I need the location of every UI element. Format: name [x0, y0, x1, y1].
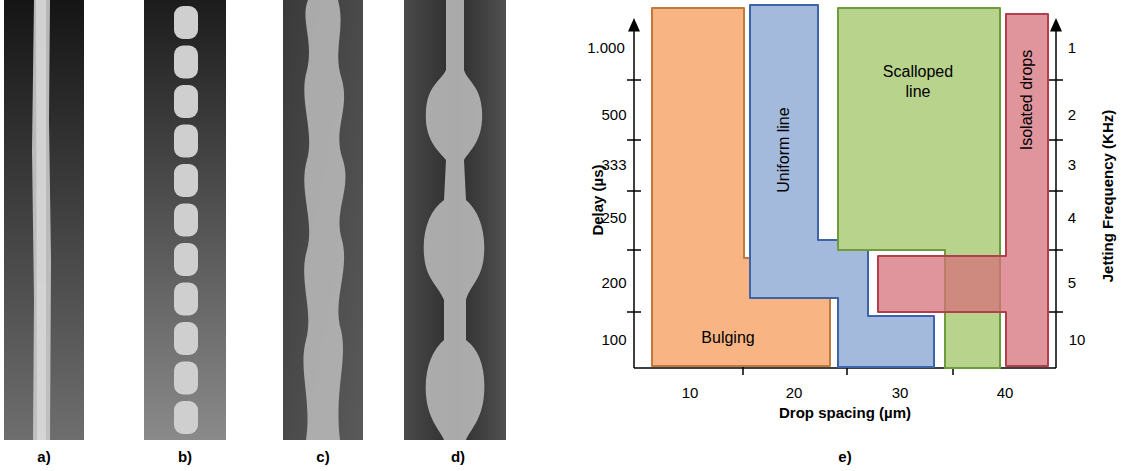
- tick-label: 250: [601, 209, 626, 227]
- tick-label: 2: [1068, 106, 1076, 124]
- tick-label: 333: [601, 156, 626, 174]
- region-outline: [834, 6, 1004, 370]
- panel-label: a): [37, 448, 50, 466]
- axis-title: Jetting Frequency (KHz): [1099, 110, 1117, 283]
- panel-label: e): [838, 448, 851, 466]
- droplet: [174, 85, 198, 118]
- panel-label: c): [316, 448, 329, 466]
- droplet: [174, 322, 198, 355]
- tick-label: 30: [892, 384, 909, 402]
- droplet: [174, 204, 198, 237]
- axis-title: Drop spacing (µm): [779, 404, 911, 422]
- tick-label: 3: [1068, 156, 1076, 174]
- droplet: [174, 164, 198, 197]
- droplet: [174, 283, 198, 316]
- tick-label: 500: [601, 106, 626, 124]
- micrograph-b: [144, 0, 226, 440]
- tick-label: 5: [1068, 274, 1076, 292]
- tick-label: 10: [1069, 331, 1086, 349]
- panel-label: d): [451, 448, 465, 466]
- panel-label: b): [178, 448, 192, 466]
- micrograph-c: [283, 0, 363, 440]
- region-isolated-drops: Isolated drops: [874, 12, 1052, 370]
- region-label: Isolated drops: [1017, 35, 1037, 165]
- tick-label: 4: [1068, 209, 1076, 227]
- droplet: [174, 125, 198, 158]
- droplet: [174, 46, 198, 79]
- tick-label: 20: [786, 384, 803, 402]
- micrograph-a: [4, 0, 84, 440]
- droplet: [174, 6, 198, 39]
- region-label: Bulging: [683, 328, 773, 348]
- tick-label: 40: [997, 384, 1014, 402]
- tick-label: 10: [682, 384, 699, 402]
- tick-label: 1.000: [587, 39, 625, 57]
- tick-label: 1: [1068, 39, 1076, 57]
- tick-label: 200: [601, 274, 626, 292]
- droplet: [174, 243, 198, 276]
- tick-label: 100: [601, 331, 626, 349]
- micrograph-d: [404, 0, 506, 440]
- droplet: [174, 362, 198, 395]
- region-scalloped-line: Scalloped line: [834, 6, 1004, 370]
- region-label: Scalloped line: [870, 62, 966, 102]
- droplet: [174, 401, 198, 434]
- region-label: Uniform line: [774, 90, 794, 210]
